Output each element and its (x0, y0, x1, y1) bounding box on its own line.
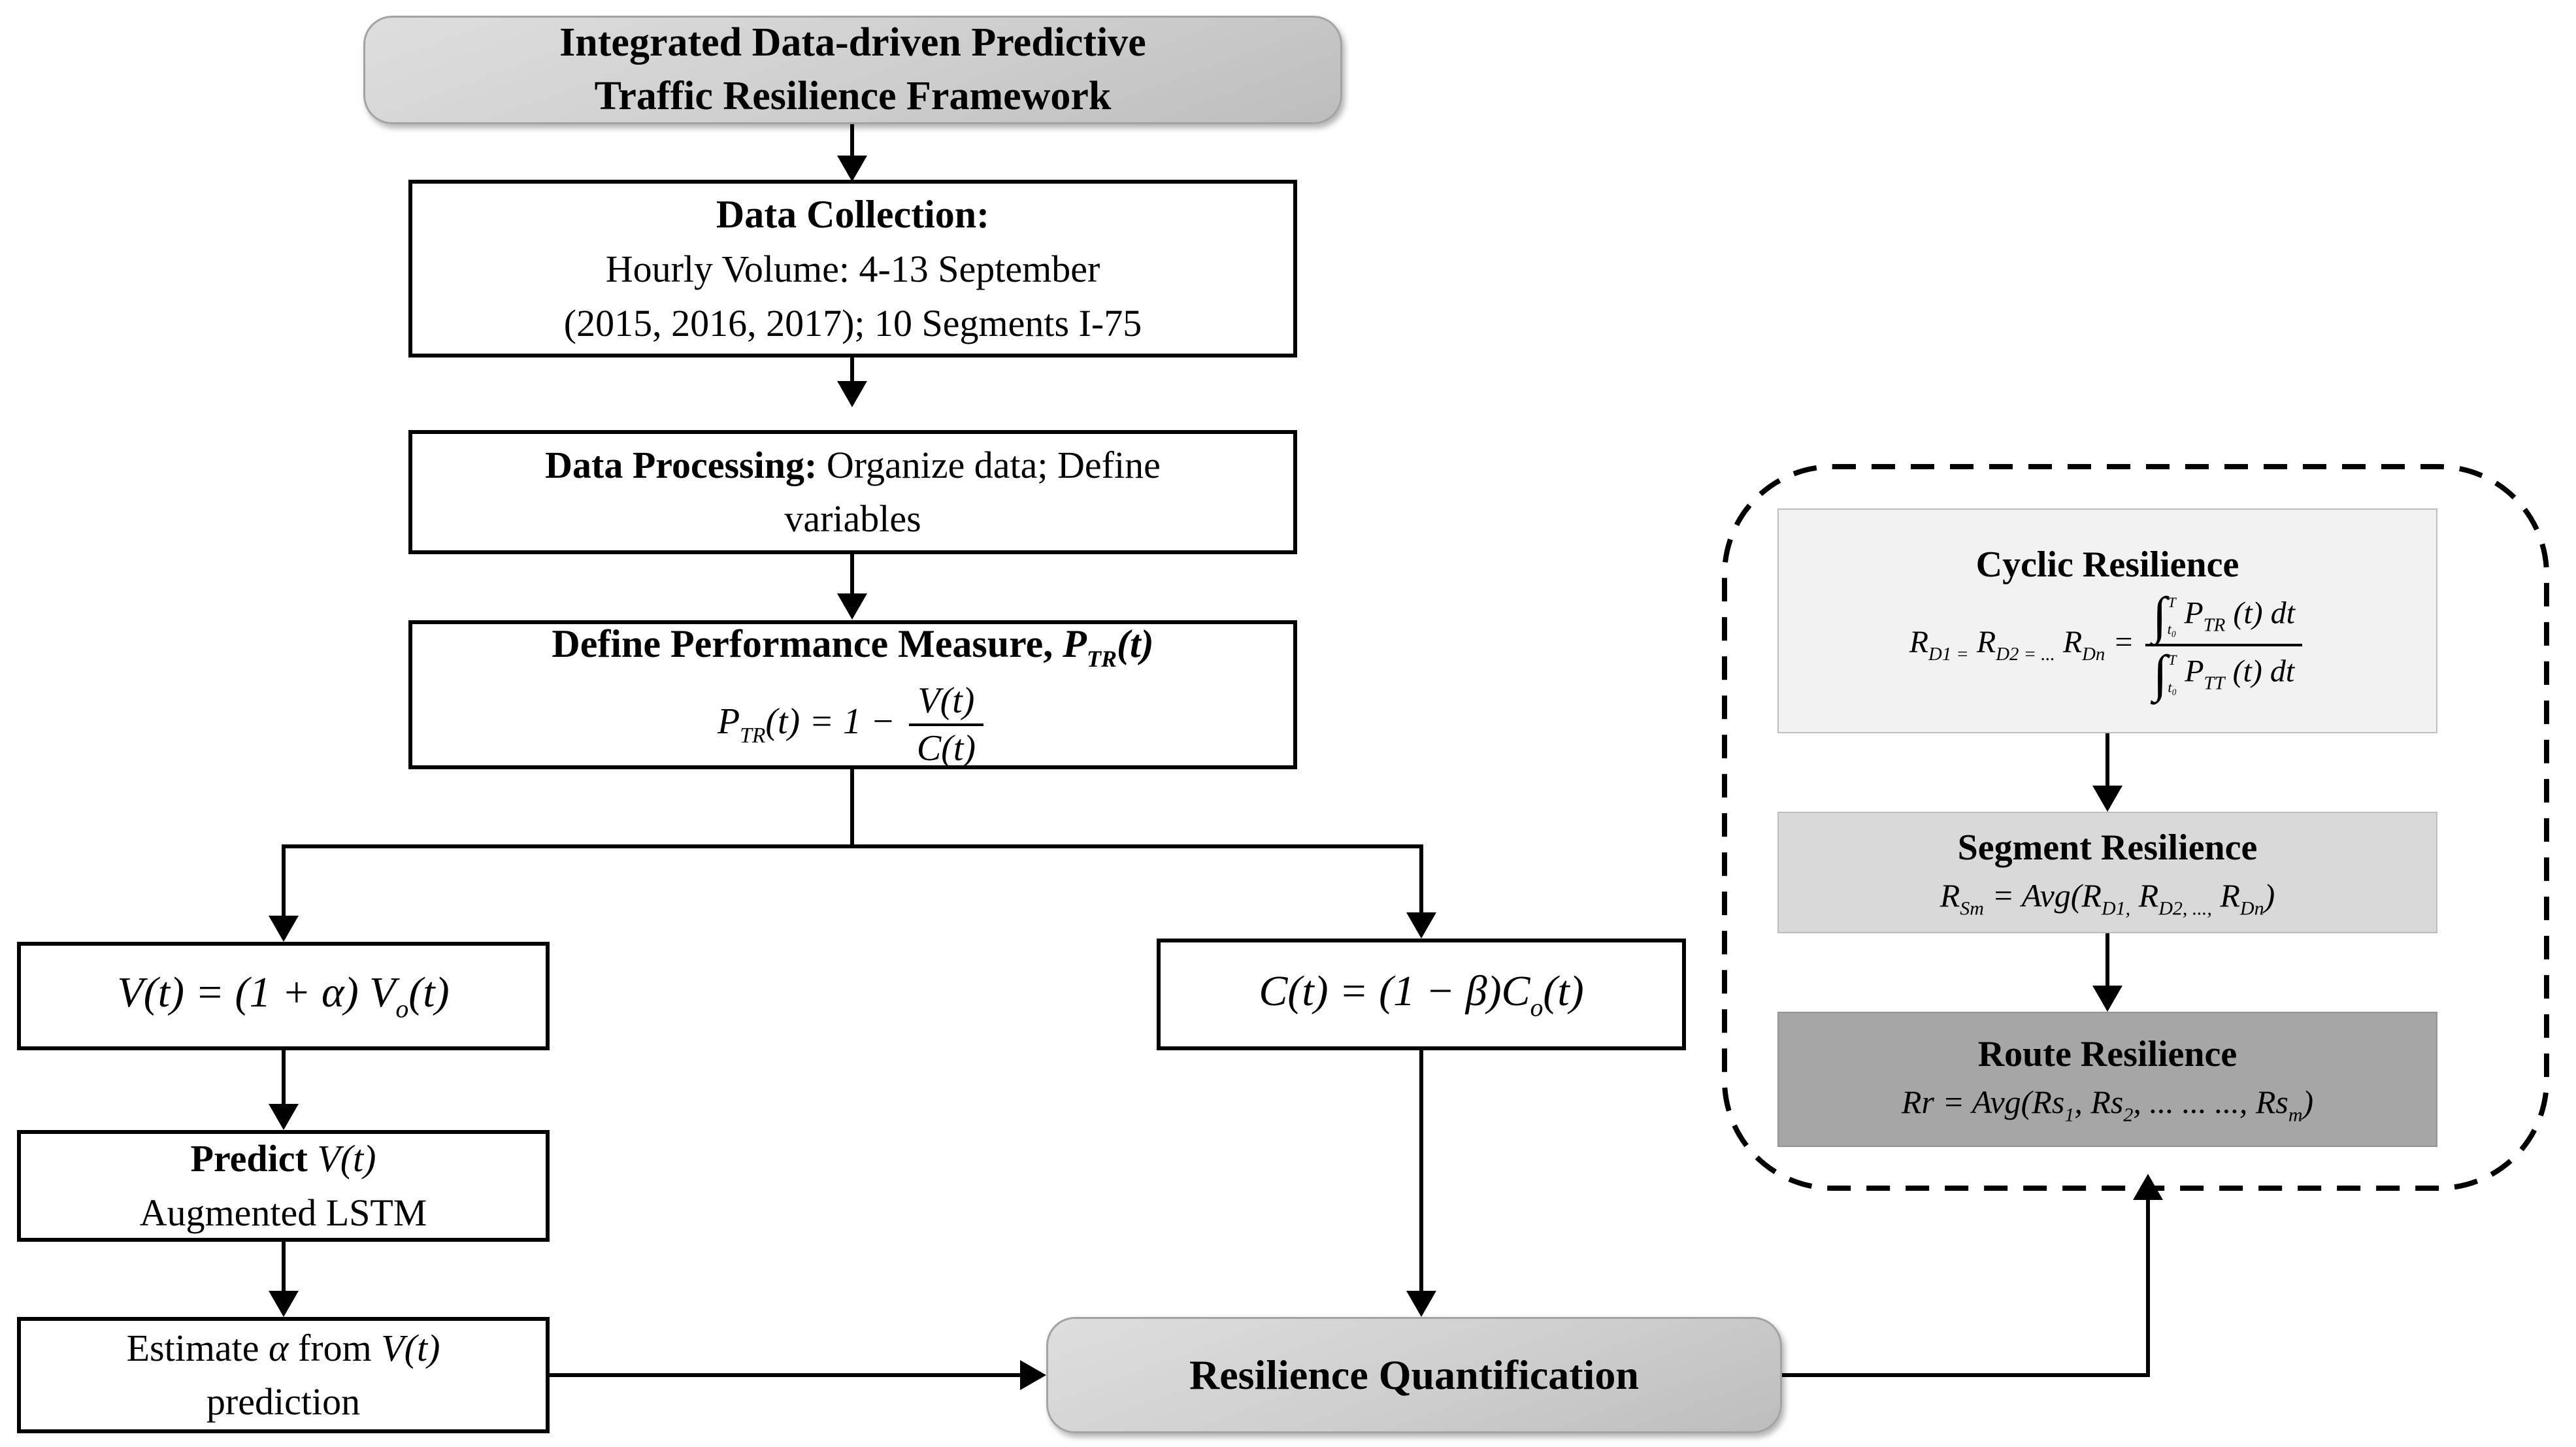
connector-segment-to-route (2105, 933, 2109, 987)
cyclic-resilience-box: Cyclic Resilience RD1 = RD2 = ... RDn = … (1777, 508, 2437, 733)
route-resilience-box: Route Resilience Rr = Avg(Rs1, Rs2, ... … (1777, 1012, 2437, 1147)
estimate-line1: Estimate α from V(t) (126, 1326, 440, 1369)
framework-title-line2: Traffic Resilience Framework (594, 74, 1112, 118)
estimate-box: Estimate α from V(t) prediction (17, 1317, 550, 1433)
cyclic-resilience-title: Cyclic Resilience (1975, 544, 2239, 585)
data-collection-box: Data Collection: Hourly Volume: 4-13 Sep… (408, 180, 1297, 358)
quantification-box: Resilience Quantification (1046, 1317, 1782, 1433)
arrowhead-segment-to-route (2092, 986, 2122, 1012)
resilience-container-dashed-border (1722, 464, 2549, 1191)
connector-cyclic-to-segment (2105, 733, 2109, 787)
data-collection-line1: Hourly Volume: 4-13 September (605, 248, 1100, 291)
connector-branch-left (282, 844, 286, 918)
performance-measure-box: Define Performance Measure, PTR(t) PTR(t… (408, 620, 1297, 769)
connector-processing-to-performance (850, 554, 854, 596)
connector-quantification-right (1782, 1373, 2148, 1377)
arrowhead-estimate-to-quantification (1020, 1360, 1046, 1390)
segment-resilience-title: Segment Resilience (1957, 827, 2258, 868)
framework-box: Integrated Data-driven Predictive Traffi… (363, 16, 1342, 124)
performance-measure-title: Define Performance Measure, PTR(t) (552, 622, 1154, 673)
arrowhead-predict-to-estimate (269, 1291, 299, 1317)
performance-measure-formula: PTR(t) = 1 − V(t)C(t) (718, 680, 988, 769)
connector-predict-to-estimate (282, 1242, 286, 1292)
predict-box: Predict V(t) Augmented LSTM (17, 1130, 550, 1242)
connector-branch-right (1419, 844, 1423, 914)
data-processing-box: Data Processing: Organize data; Define v… (408, 430, 1297, 554)
resilience-container (1721, 463, 2550, 1191)
predict-line2: Augmented LSTM (139, 1191, 427, 1234)
arrowhead-cyclic-to-segment (2092, 786, 2122, 812)
connector-capacity-to-quantification (1419, 1050, 1423, 1292)
connector-performance-stub (850, 769, 854, 846)
arrowhead-collection-to-processing (837, 381, 867, 407)
arrowhead-branch-to-capacity (1406, 912, 1436, 939)
framework-title-line1: Integrated Data-driven Predictive (559, 20, 1146, 65)
data-collection-line2: (2015, 2016, 2017); 10 Segments I-75 (563, 301, 1142, 344)
route-resilience-title: Route Resilience (1977, 1034, 2237, 1075)
arrowhead-capacity-to-quantification (1406, 1291, 1436, 1317)
data-processing-line1: Data Processing: Organize data; Define (545, 443, 1161, 486)
connector-estimate-to-quantification (550, 1373, 1021, 1377)
segment-resilience-box: Segment Resilience RSm = Avg(RD1, RD2, .… (1777, 812, 2437, 933)
connector-quantification-up (2146, 1199, 2150, 1377)
data-processing-line2: variables (784, 497, 921, 540)
connector-framework-to-collection (850, 124, 854, 158)
capacity-equation-formula: C(t) = (1 − β)Co(t) (1259, 967, 1584, 1022)
volume-equation-box: V(t) = (1 + α) Vo(t) (17, 942, 550, 1050)
arrowhead-framework-to-collection (837, 156, 867, 182)
capacity-equation-box: C(t) = (1 − β)Co(t) (1157, 939, 1686, 1050)
data-collection-title: Data Collection: (716, 193, 990, 237)
predict-line1: Predict V(t) (190, 1137, 376, 1180)
connector-branch-horizontal (282, 844, 1423, 848)
segment-resilience-formula: RSm = Avg(RD1, RD2, ..., RDn) (1940, 876, 2275, 920)
arrowhead-branch-to-volume (269, 916, 299, 942)
estimate-line2: prediction (206, 1380, 361, 1423)
quantification-label: Resilience Quantification (1189, 1352, 1639, 1398)
connector-volume-to-predict (282, 1050, 286, 1105)
connector-collection-to-processing (850, 358, 854, 384)
volume-equation-formula: V(t) = (1 + α) Vo(t) (117, 969, 450, 1023)
arrowhead-processing-to-performance (837, 593, 867, 620)
arrowhead-volume-to-predict (269, 1104, 299, 1130)
route-resilience-formula: Rr = Avg(Rs1, Rs2, ... ... ..., Rsm) (1901, 1084, 2314, 1126)
